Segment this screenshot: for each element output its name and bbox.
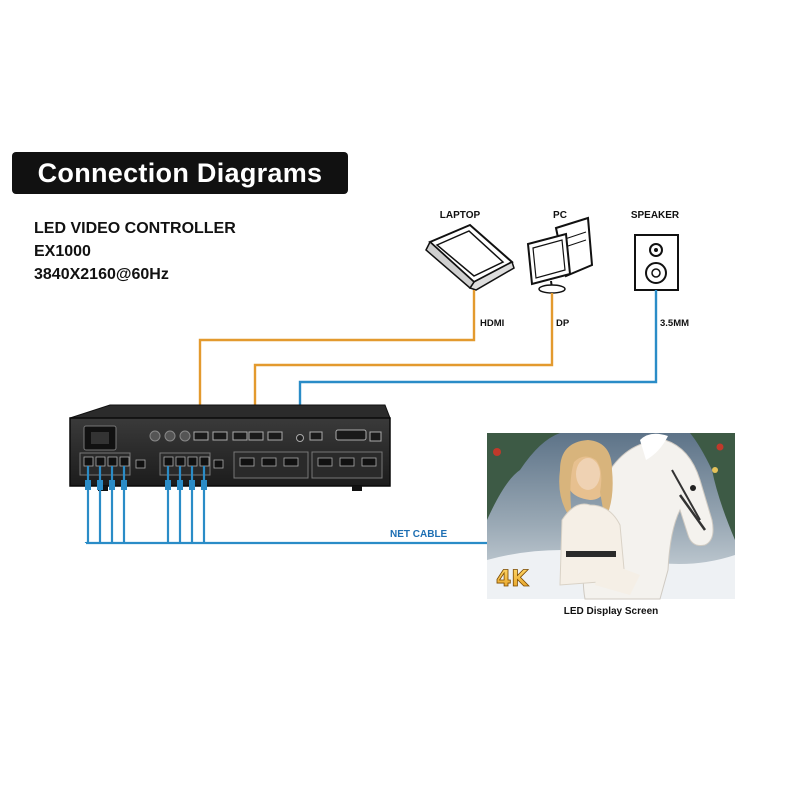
- audio-cable-label: 3.5MM: [660, 318, 690, 329]
- controller-model-label: EX1000: [34, 243, 91, 260]
- pc-label: PC: [553, 210, 567, 221]
- controller-resolution-label: 3840X2160@60Hz: [34, 266, 169, 283]
- net-cable-label: NET CABLE: [390, 529, 448, 540]
- laptop-label: LAPTOP: [439, 210, 481, 221]
- pc-icon: [526, 216, 594, 294]
- hdmi-cable-label: HDMI: [480, 318, 505, 329]
- led-video-controller: [69, 404, 391, 491]
- hdmi-port: [193, 431, 209, 441]
- net-cable-plugs: [85, 480, 207, 490]
- dp-cable: [253, 293, 554, 440]
- speaker-label: SPEAKER: [630, 210, 680, 221]
- led-display-screen: 4K: [487, 433, 735, 600]
- hdmi-cable: [198, 290, 476, 440]
- dp-port: [248, 431, 264, 441]
- net-cables: [84, 466, 487, 545]
- audio-jack: [296, 434, 304, 442]
- 4k-badge: 4K: [496, 567, 529, 592]
- dp-cable-label: DP: [556, 318, 570, 329]
- led-display-screen-caption: LED Display Screen: [563, 606, 659, 617]
- controller-type-label: LED VIDEO CONTROLLER: [34, 220, 236, 237]
- speaker-icon: [634, 234, 679, 291]
- page-title: Connection Diagrams: [12, 152, 348, 194]
- laptop-icon: [425, 223, 515, 291]
